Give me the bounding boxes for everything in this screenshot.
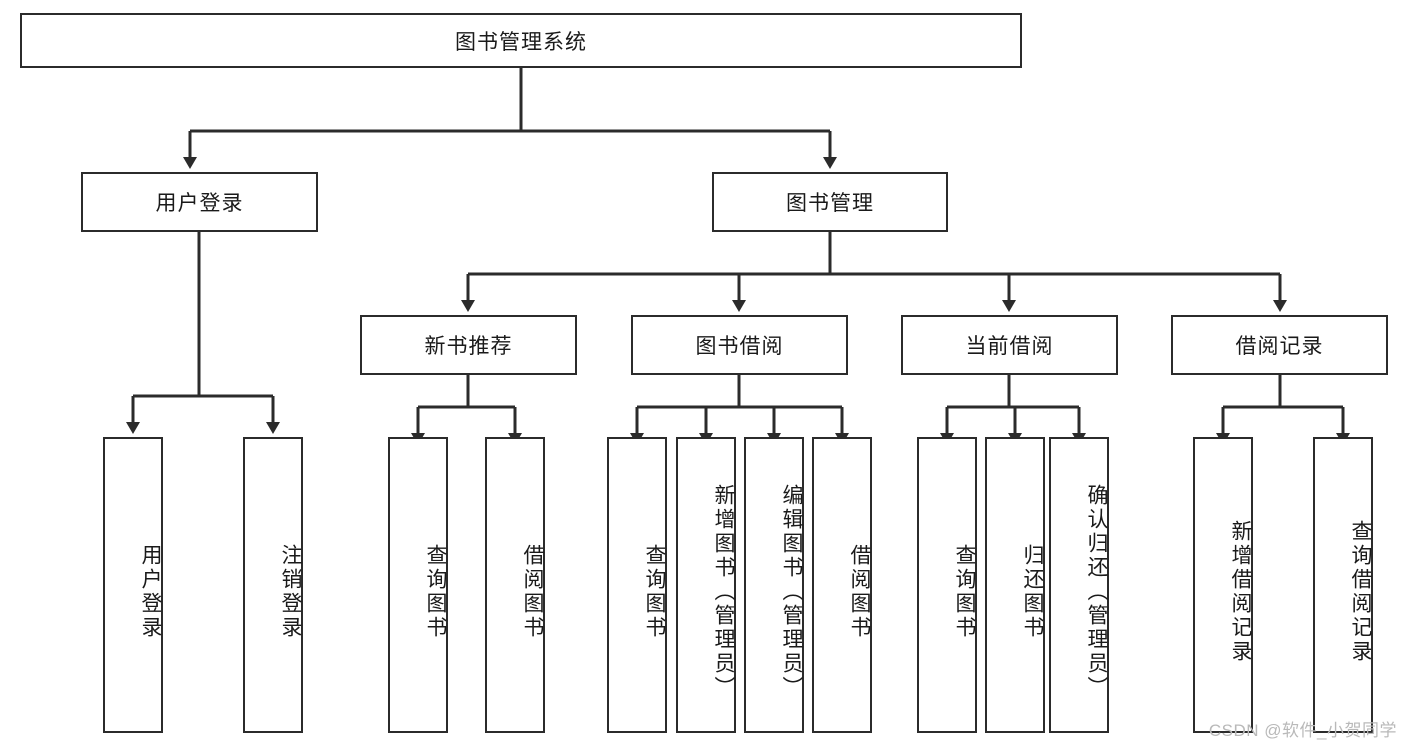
node-leaf-borrow-edit[interactable]: 编辑图书（管理员） — [744, 437, 804, 733]
node-book-borrow-label: 图书借阅 — [695, 335, 784, 358]
node-leaf-borrow-lend-label: 借阅图书 — [848, 544, 871, 640]
node-leaf-borrow-query-label: 查询图书 — [643, 544, 666, 640]
node-root[interactable]: 图书管理系统 — [20, 13, 1022, 68]
node-leaf-record-query[interactable]: 查询借阅记录 — [1313, 437, 1373, 733]
watermark: CSDN @软件_小贺同学 — [1208, 721, 1397, 740]
node-borrow-record[interactable]: 借阅记录 — [1171, 315, 1388, 375]
node-book-manage[interactable]: 图书管理 — [712, 172, 948, 232]
node-leaf-record-add[interactable]: 新增借阅记录 — [1193, 437, 1253, 733]
node-leaf-record-add-label: 新增借阅记录 — [1229, 520, 1252, 664]
node-user-login-label: 用户登录 — [155, 192, 244, 215]
node-leaf-current-query[interactable]: 查询图书 — [917, 437, 977, 733]
node-leaf-record-query-label: 查询借阅记录 — [1349, 520, 1372, 664]
node-leaf-borrow-edit-label: 编辑图书（管理员） — [780, 484, 803, 700]
node-leaf-rec-borrow-label: 借阅图书 — [521, 544, 544, 640]
node-leaf-user-logout[interactable]: 注销登录 — [243, 437, 303, 733]
node-borrow-record-label: 借阅记录 — [1235, 335, 1324, 358]
node-leaf-current-query-label: 查询图书 — [953, 544, 976, 640]
node-leaf-borrow-lend[interactable]: 借阅图书 — [812, 437, 872, 733]
node-book-borrow[interactable]: 图书借阅 — [631, 315, 848, 375]
node-book-manage-label: 图书管理 — [786, 192, 874, 215]
node-current-borrow-label: 当前借阅 — [965, 335, 1054, 358]
node-new-book-rec-label: 新书推荐 — [424, 335, 513, 358]
node-leaf-rec-borrow[interactable]: 借阅图书 — [485, 437, 545, 733]
node-leaf-user-login-label: 用户登录 — [139, 544, 162, 640]
node-user-login[interactable]: 用户登录 — [81, 172, 318, 232]
node-leaf-current-return-label: 归还图书 — [1021, 544, 1044, 640]
node-leaf-current-confirm[interactable]: 确认归还（管理员） — [1049, 437, 1109, 733]
node-leaf-current-return[interactable]: 归还图书 — [985, 437, 1045, 733]
node-leaf-user-logout-label: 注销登录 — [279, 544, 302, 640]
node-leaf-borrow-query[interactable]: 查询图书 — [607, 437, 667, 733]
node-leaf-user-login[interactable]: 用户登录 — [103, 437, 163, 733]
node-root-label: 图书管理系统 — [455, 30, 587, 54]
node-new-book-rec[interactable]: 新书推荐 — [360, 315, 577, 375]
node-leaf-rec-query-label: 查询图书 — [424, 544, 447, 640]
node-leaf-borrow-add[interactable]: 新增图书（管理员） — [676, 437, 736, 733]
node-leaf-rec-query[interactable]: 查询图书 — [388, 437, 448, 733]
node-current-borrow[interactable]: 当前借阅 — [901, 315, 1118, 375]
node-leaf-borrow-add-label: 新增图书（管理员） — [712, 484, 735, 700]
node-leaf-current-confirm-label: 确认归还（管理员） — [1085, 484, 1108, 700]
